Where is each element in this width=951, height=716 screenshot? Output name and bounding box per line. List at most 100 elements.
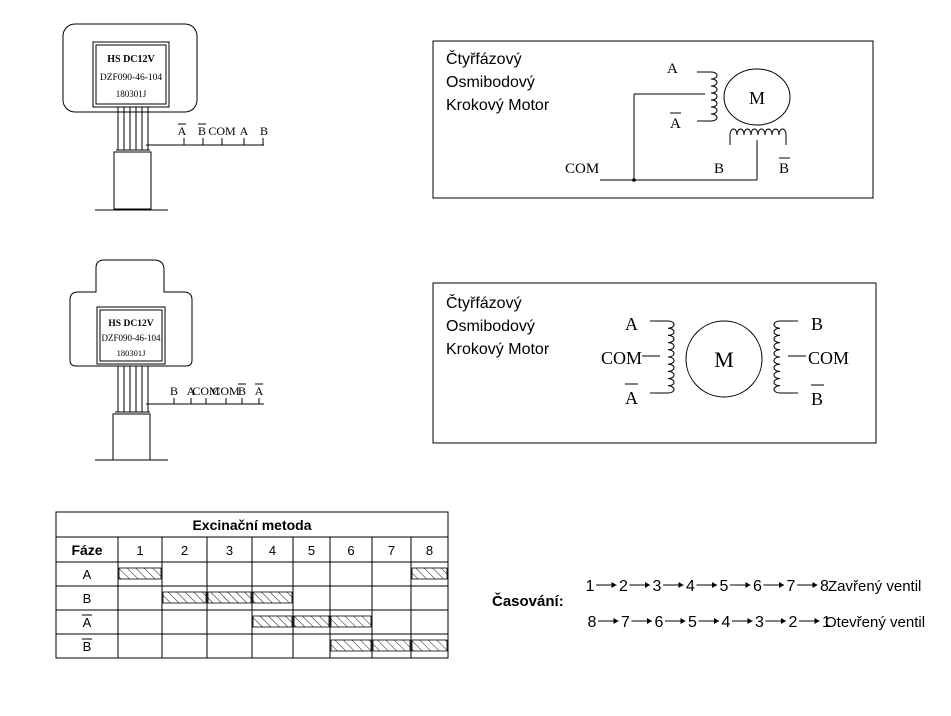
schematic1-terminal-a: A bbox=[667, 61, 678, 77]
phase-active-cell bbox=[372, 639, 411, 652]
motor2-wire-label: B bbox=[238, 384, 246, 398]
schematic2-frame bbox=[432, 282, 877, 444]
motor1-wire-label: A bbox=[178, 124, 187, 138]
timing-arrowhead bbox=[781, 618, 786, 624]
motor2-label-line1: HS DC12V bbox=[108, 319, 153, 329]
timing-arrowhead bbox=[812, 582, 818, 588]
timing-arrowhead bbox=[680, 618, 686, 624]
timing-step: 7 bbox=[621, 614, 630, 631]
phase-active-cell bbox=[293, 615, 330, 628]
schematic2-motor-symbol bbox=[685, 320, 763, 398]
timing-step: 2 bbox=[619, 578, 628, 595]
timing-step: 3 bbox=[755, 614, 764, 631]
motor1-label-plate bbox=[92, 41, 170, 108]
schematic2-terminal-b-bar: B bbox=[811, 389, 823, 409]
motor1-drawing bbox=[62, 23, 264, 211]
motor2-label-inner bbox=[99, 309, 163, 362]
phase-active-cell bbox=[207, 591, 252, 604]
motor1-connector bbox=[113, 151, 152, 210]
motor1-label-line3: 180301J bbox=[116, 89, 147, 99]
motor1-label-line1: HS DC12V bbox=[107, 54, 155, 65]
phase-active-cell bbox=[252, 591, 293, 604]
schematic2-terminal-com-right: COM bbox=[808, 348, 849, 368]
motor2-drawing bbox=[69, 259, 264, 461]
table-step-header: 2 bbox=[181, 543, 188, 558]
schematic1-title-line1: Čtyřfázový bbox=[446, 49, 522, 68]
phase-active-cell bbox=[411, 567, 448, 580]
schematic1-title-line3: Krokový Motor bbox=[446, 97, 550, 114]
timing-open-label: Otevřený ventil bbox=[825, 614, 925, 631]
table-phase-label: A bbox=[83, 615, 92, 630]
timing-arrowhead bbox=[611, 582, 617, 588]
phase-active-cell bbox=[162, 591, 207, 604]
timing-arrowhead bbox=[779, 582, 784, 588]
schematic2-motor-label: M bbox=[714, 347, 734, 372]
table-title: Excinační metoda bbox=[192, 517, 311, 533]
schematic1-terminal-com: COM bbox=[565, 161, 599, 177]
motor2-wire-label: B bbox=[170, 384, 178, 398]
schematic2-terminal-a: A bbox=[625, 314, 638, 334]
motor1-wire-bundle bbox=[116, 107, 150, 151]
timing-step: 4 bbox=[686, 578, 695, 595]
schematic1-coil-a bbox=[710, 71, 718, 122]
schematic1-circuit bbox=[600, 68, 791, 181]
phase-active-cell bbox=[330, 615, 372, 628]
timing-step: 7 bbox=[787, 578, 796, 595]
timing-arrowhead bbox=[647, 618, 652, 624]
table-step-header: 7 bbox=[388, 543, 395, 558]
timing-arrowhead bbox=[714, 618, 719, 624]
timing-arrowhead bbox=[678, 582, 684, 588]
phase-active-cell bbox=[330, 639, 372, 652]
motor2-wire-label: A bbox=[255, 384, 264, 398]
motor2-connector bbox=[112, 413, 151, 461]
schematic2-title-line3: Krokový Motor bbox=[446, 341, 550, 358]
schematic2-terminal-b: B bbox=[811, 314, 823, 334]
table-step-header: 4 bbox=[269, 543, 276, 558]
schematic2-terminal-a-bar: A bbox=[625, 388, 638, 408]
schematic1-coil-b bbox=[729, 128, 787, 136]
schematic1-motor-symbol bbox=[723, 68, 791, 126]
schematic2-title-line2: Osmibodový bbox=[446, 318, 535, 335]
schematic1-motor-label: M bbox=[749, 88, 765, 108]
motor1-label-line2: DZF090-46-104 bbox=[100, 73, 163, 83]
table-phase-label: B bbox=[83, 639, 92, 654]
motor1-wire-label: A bbox=[240, 124, 249, 138]
table-step-header: 5 bbox=[308, 543, 315, 558]
timing-arrowhead bbox=[645, 582, 650, 588]
table-step-header: 1 bbox=[136, 543, 143, 558]
schematic1-terminal-a-bar: A bbox=[670, 116, 681, 132]
timing-close-label: Zavřený ventil bbox=[828, 578, 921, 595]
timing-step: 1 bbox=[822, 614, 831, 631]
schematic2-coil-left bbox=[667, 320, 675, 394]
motor2-wire-bundle bbox=[115, 366, 150, 413]
motor2-label-line2: DZF090-46-104 bbox=[102, 333, 161, 343]
timing-step: 6 bbox=[655, 614, 664, 631]
motor1-wire-label: B bbox=[260, 124, 268, 138]
timing-step: 8 bbox=[588, 614, 597, 631]
timing-step: 8 bbox=[820, 578, 829, 595]
table-step-header: 8 bbox=[426, 543, 433, 558]
motor2-wire-label: A bbox=[187, 384, 196, 398]
motor2-wire-label: COM bbox=[192, 384, 220, 398]
schematic2-circuit bbox=[642, 320, 806, 398]
schematic2-coil-right bbox=[773, 320, 781, 394]
timing-arrowhead bbox=[747, 618, 753, 624]
table-step-header: 3 bbox=[226, 543, 233, 558]
schematic2-title-line1: Čtyřfázový bbox=[446, 293, 522, 312]
phase-active-cell bbox=[118, 567, 162, 580]
timing-step: 5 bbox=[688, 614, 697, 631]
schematic1-title-line2: Osmibodový bbox=[446, 74, 535, 91]
phase-active-cell bbox=[252, 615, 293, 628]
timing-arrowhead bbox=[613, 618, 619, 624]
table-phase-header: Fáze bbox=[71, 542, 102, 558]
timing-arrowhead bbox=[814, 618, 820, 624]
motor1-wire-label: COM bbox=[208, 124, 236, 138]
schematic2-terminal-com-left: COM bbox=[601, 348, 642, 368]
schematic1-terminal-b-bar: B bbox=[779, 161, 789, 177]
timing-step: 2 bbox=[789, 614, 798, 631]
